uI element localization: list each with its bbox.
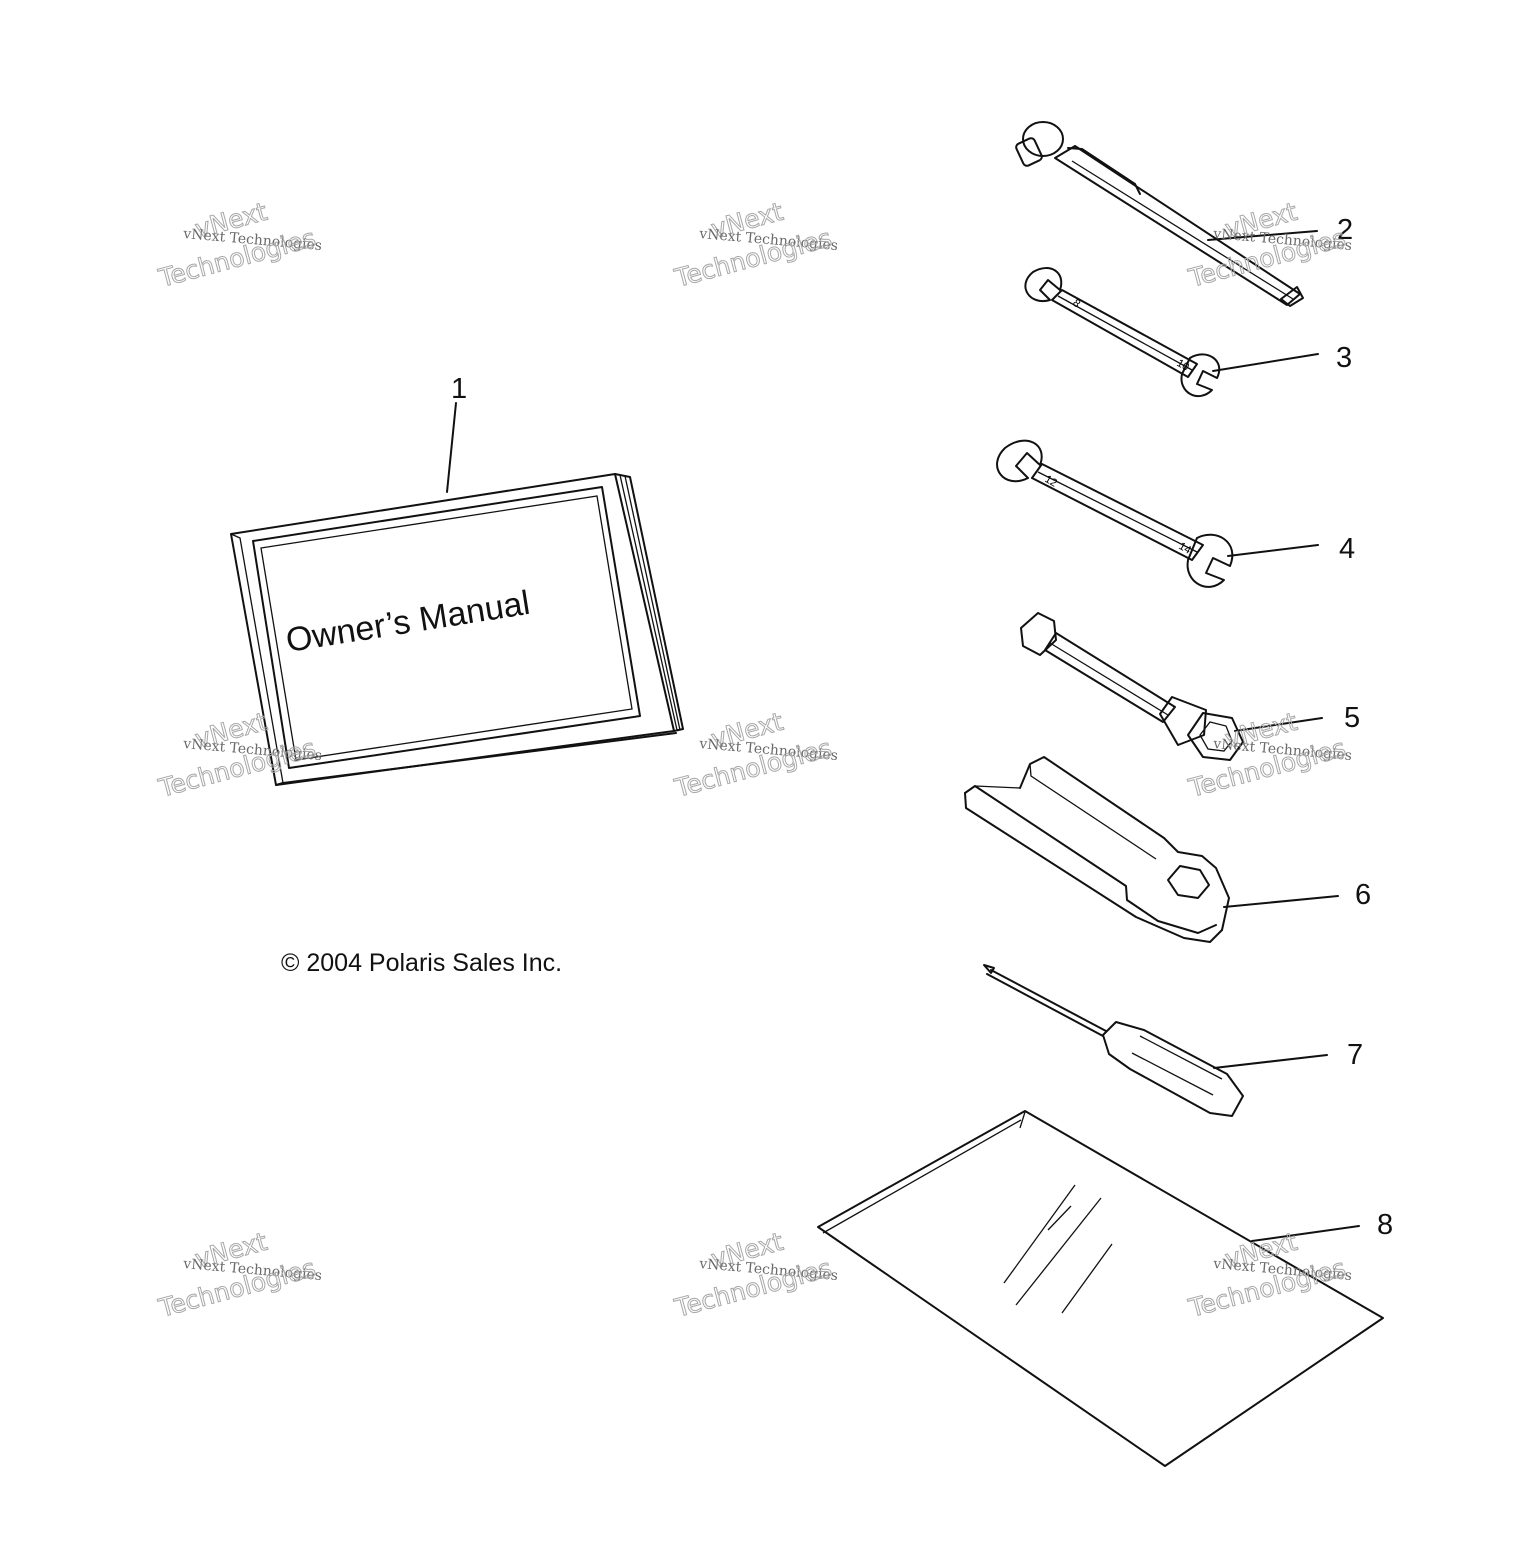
tool-pouch-drawing xyxy=(817,1110,1384,1467)
large-wrench-drawing: 12 14 xyxy=(996,439,1234,588)
small-wrench-drawing: 8 10 xyxy=(1024,267,1221,397)
watermark-middle-left: vNext vNext Technologies Technologies xyxy=(155,706,323,803)
wrench-size-10: 10 xyxy=(1175,357,1192,374)
callout-6: 6 xyxy=(1355,879,1371,911)
callout-3: 3 xyxy=(1336,342,1352,374)
manual-cover-title: Owner’s Manual xyxy=(283,584,532,660)
watermark-bottom-center: vNext vNext Technologies Technologies xyxy=(671,1226,839,1323)
leader-line-1 xyxy=(446,402,457,493)
callout-1: 1 xyxy=(451,373,467,405)
watermark-top-left: vNext vNext Technologies Technologies xyxy=(155,196,323,293)
callout-5: 5 xyxy=(1344,702,1360,734)
wrench-size-12: 12 xyxy=(1043,473,1060,490)
watermark-middle-center: vNext vNext Technologies Technologies xyxy=(671,706,839,803)
leader-line-4 xyxy=(1227,544,1319,557)
spanner-handle-drawing xyxy=(964,756,1230,943)
watermark-middle-right: vNext vNext Technologies Technologies xyxy=(1185,706,1353,803)
watermark-top-center: vNext vNext Technologies Technologies xyxy=(671,196,839,293)
leader-line-6 xyxy=(1223,895,1339,908)
leader-line-5 xyxy=(1234,717,1323,732)
watermark-bottom-right: vNext vNext Technologies Technologies xyxy=(1185,1226,1353,1323)
leader-line-2 xyxy=(1207,230,1318,241)
tire-gauge-drawing xyxy=(1015,121,1304,307)
callout-7: 7 xyxy=(1347,1039,1363,1071)
wrench-size-14: 14 xyxy=(1177,540,1194,557)
spark-plug-socket-drawing xyxy=(1020,612,1244,761)
watermark-bottom-left: vNext vNext Technologies Technologies xyxy=(155,1226,323,1323)
screwdriver-drawing xyxy=(983,964,1244,1117)
callout-4: 4 xyxy=(1339,533,1355,565)
copyright-notice: © 2004 Polaris Sales Inc. xyxy=(281,949,562,977)
leader-line-7 xyxy=(1213,1054,1328,1069)
watermark-top-right: vNext vNext Technologies Technologies xyxy=(1185,196,1353,293)
leader-line-8 xyxy=(1251,1225,1360,1242)
leader-line-3 xyxy=(1212,353,1319,372)
callout-8: 8 xyxy=(1377,1209,1393,1241)
callout-2: 2 xyxy=(1337,214,1353,246)
